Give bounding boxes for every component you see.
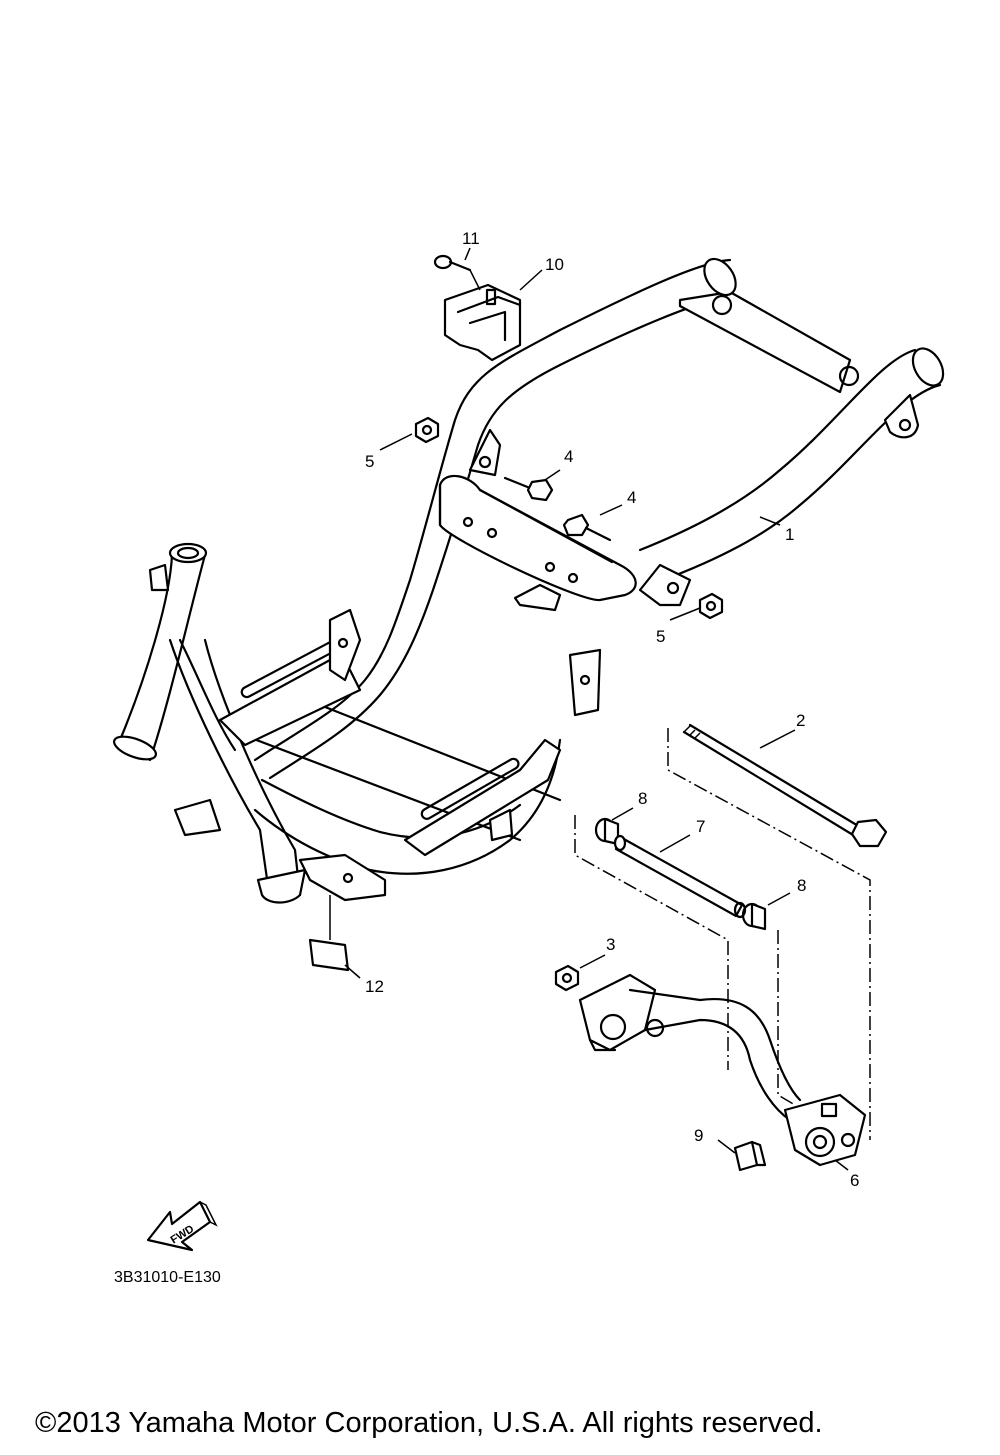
- bolt-part-4-lower: [562, 513, 612, 542]
- engine-bracket-part-6: [578, 973, 867, 1167]
- nut-part-5-upper: [414, 416, 440, 444]
- callout-8-lower: 8: [797, 876, 806, 895]
- nut-part-3: [554, 964, 580, 992]
- bolt-part-2: [682, 723, 888, 848]
- callout-11: 11: [462, 229, 480, 248]
- copyright-notice: ©2013 Yamaha Motor Corporation, U.S.A. A…: [35, 1407, 823, 1439]
- damper-part-9: [733, 1140, 767, 1172]
- fwd-arrow-icon: FWD: [146, 1200, 218, 1252]
- bracket-part-10: [443, 283, 522, 362]
- figure-code: 3B31010-E130: [114, 1269, 221, 1286]
- collar-part-8-left: [594, 817, 620, 846]
- callout-5-lower: 5: [656, 627, 665, 646]
- callout-10: 10: [545, 255, 564, 274]
- pipe-part-7: [613, 834, 747, 919]
- callout-6: 6: [850, 1171, 859, 1190]
- label-part-12: [308, 895, 350, 972]
- callout-1: 1: [785, 525, 794, 544]
- callout-2: 2: [796, 711, 805, 730]
- callout-4-lower: 4: [627, 488, 636, 507]
- callout-3: 3: [606, 935, 615, 954]
- frame-body: [112, 257, 945, 904]
- callout-8-upper: 8: [638, 789, 647, 808]
- bolt-part-11: [433, 254, 481, 291]
- callout-9: 9: [694, 1126, 703, 1145]
- collar-part-8-right: [741, 902, 767, 931]
- callout-5-upper: 5: [365, 452, 374, 471]
- callout-12: 12: [365, 977, 384, 996]
- callout-7: 7: [696, 817, 705, 836]
- nut-part-5-lower: [698, 592, 724, 620]
- callout-4-upper: 4: [564, 447, 573, 466]
- bolt-part-4-upper: [503, 476, 554, 502]
- assembly-lines: [574, 728, 871, 1140]
- leader-lines: [344, 247, 849, 1171]
